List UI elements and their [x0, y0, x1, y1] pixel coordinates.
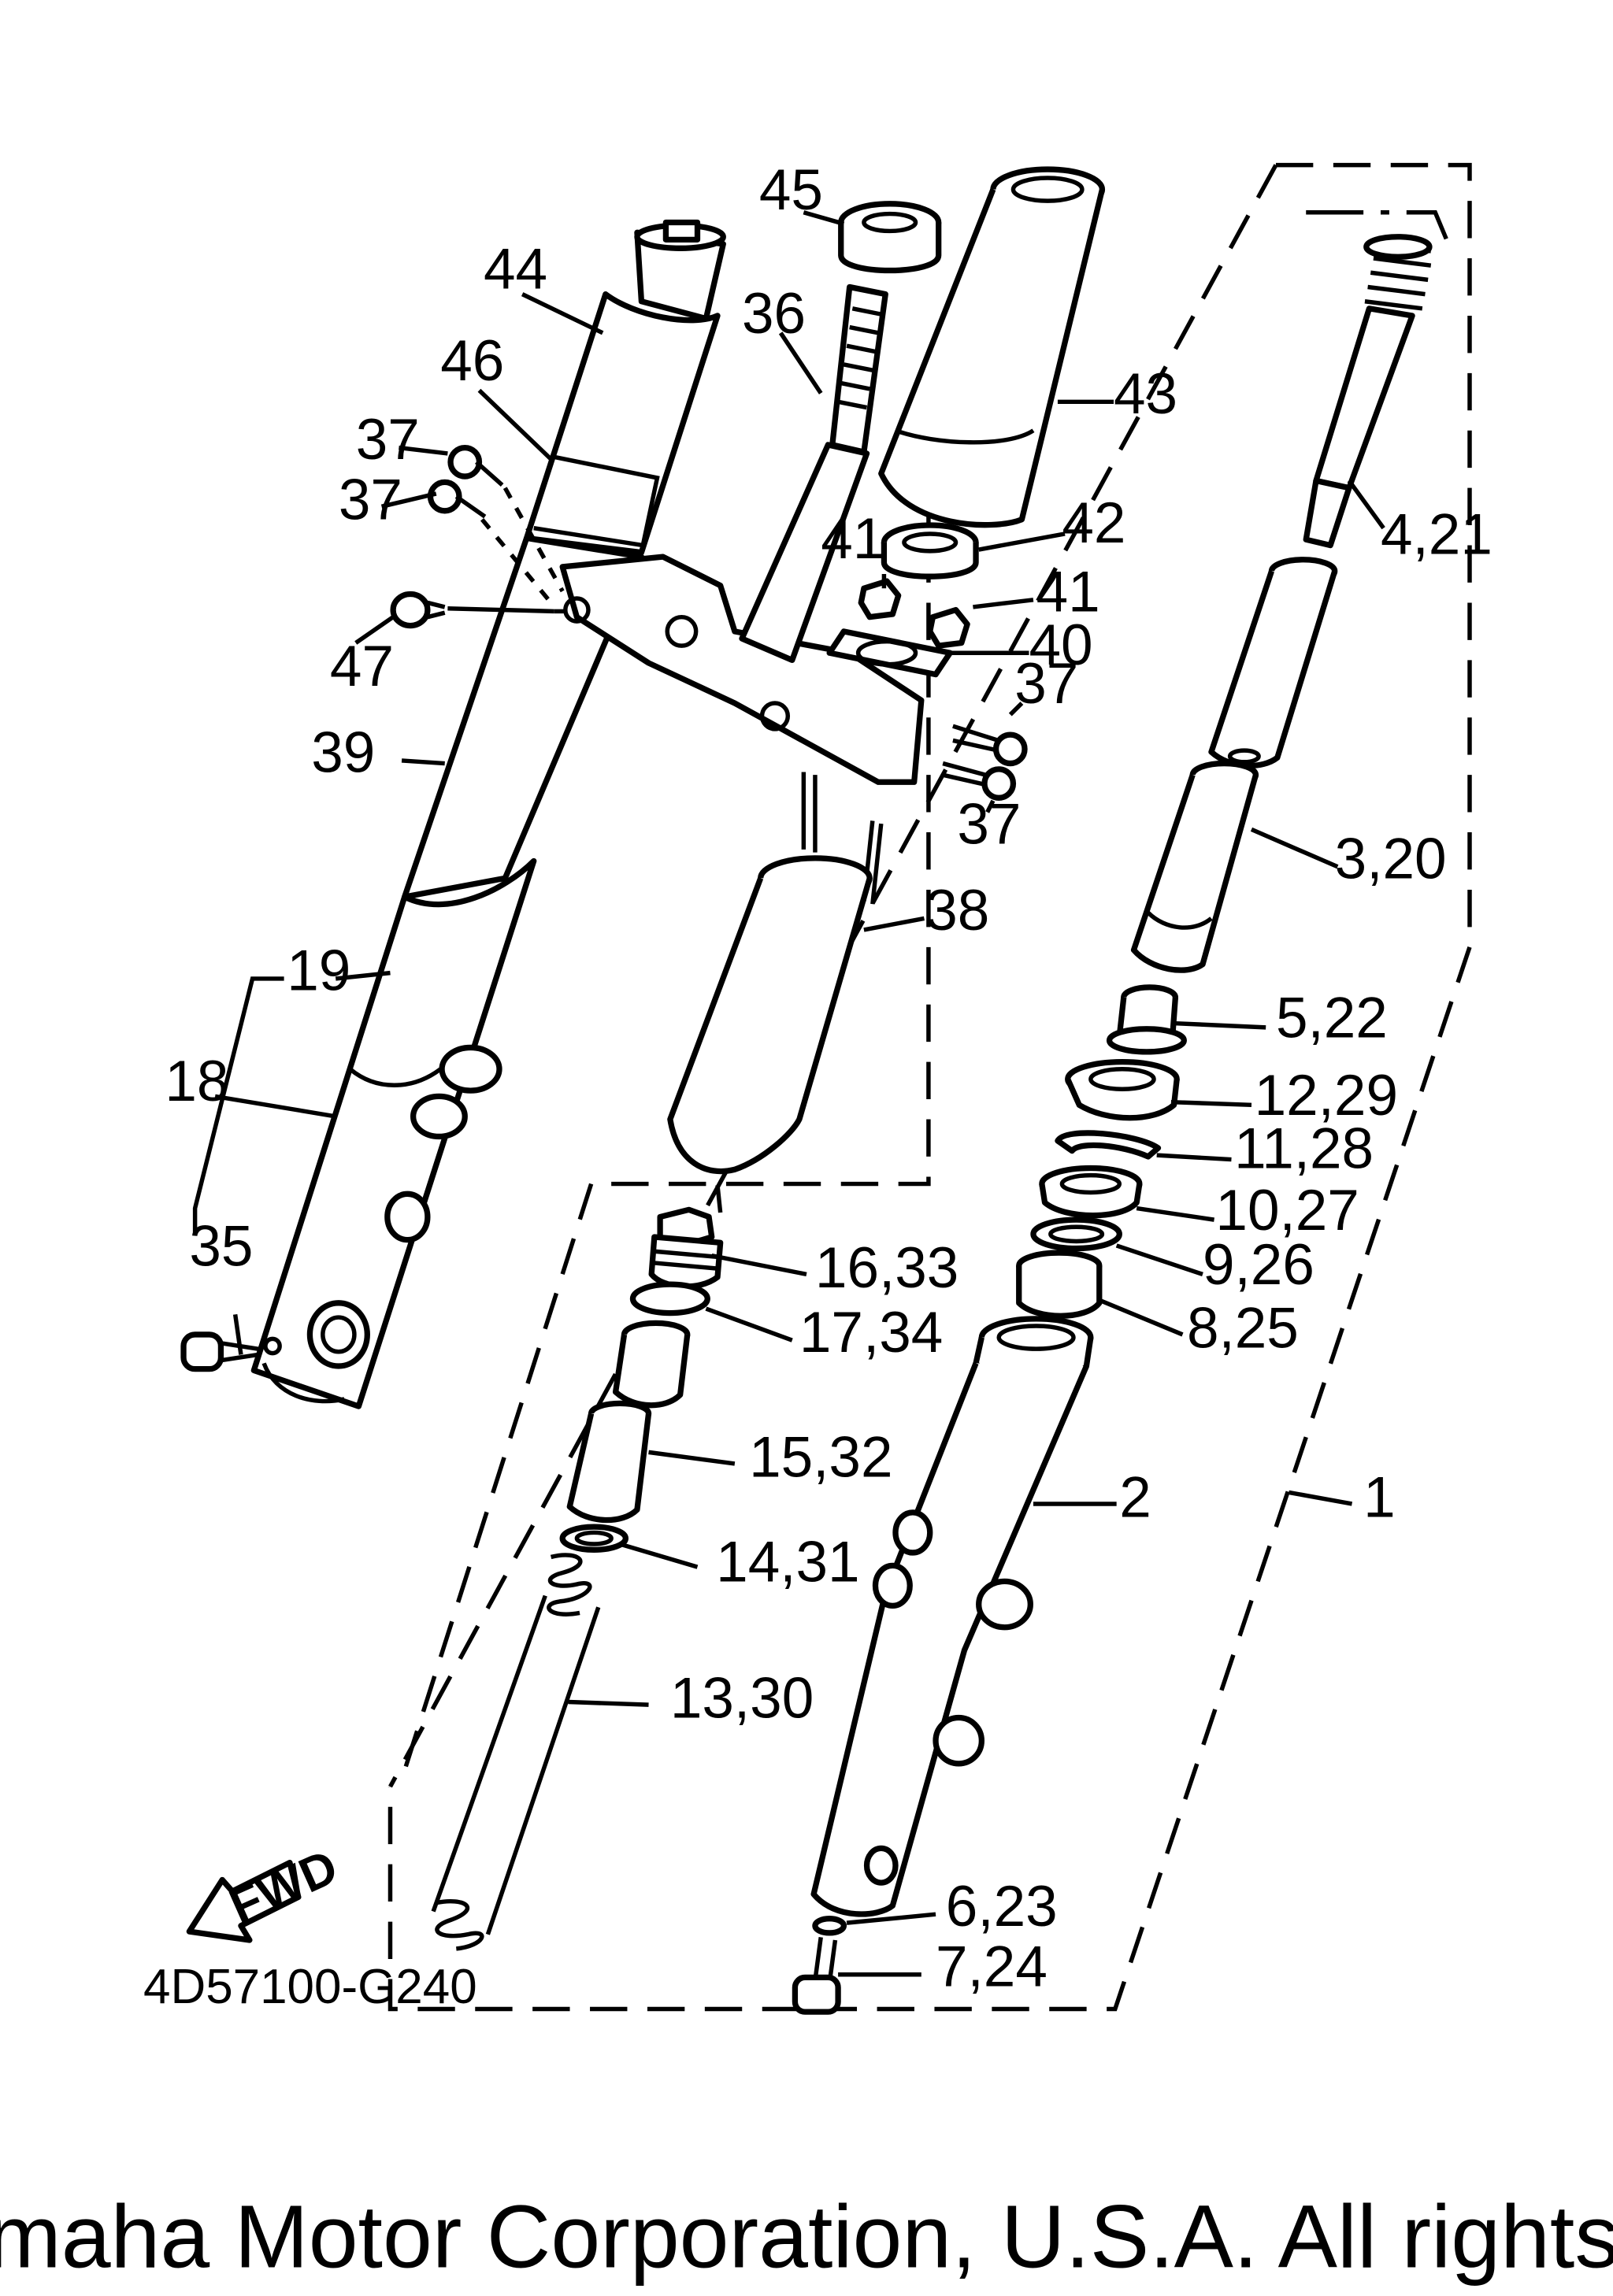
callout-37-b: 37	[339, 468, 402, 532]
callout-46: 46	[440, 329, 504, 393]
callout-13-30: 13,30	[670, 1667, 814, 1731]
callout-45: 45	[759, 158, 823, 222]
tube-3-20	[1130, 557, 1338, 973]
washer-9-26	[1030, 1217, 1122, 1252]
callout-10-27: 10,27	[1215, 1179, 1359, 1242]
bolts-37-right	[942, 724, 1028, 801]
dust-seal-12-29	[1065, 1059, 1180, 1121]
callout-12-29: 12,29	[1255, 1064, 1398, 1128]
callout-37-a: 37	[356, 408, 420, 472]
callout-44: 44	[484, 237, 547, 301]
copyright-notice: ©2014 Yamaha Motor Corporation, U.S.A. A…	[0, 2187, 1613, 2287]
callout-4-21: 4,21	[1381, 502, 1492, 566]
outer-tube-44	[523, 219, 726, 556]
leader-lines	[192, 209, 1452, 1977]
bearing-45	[838, 201, 942, 274]
diagram-code: 4D57100-G240	[143, 1960, 477, 2014]
cover-38	[667, 772, 884, 1175]
washer-40	[826, 628, 953, 678]
bolt-47	[390, 591, 446, 629]
callout-47: 47	[330, 635, 394, 698]
bolts-37-upper	[427, 444, 504, 519]
callout-18: 18	[165, 1050, 228, 1113]
callout-36: 36	[742, 282, 806, 346]
callout-39: 39	[311, 721, 375, 785]
fwd-arrow-icon: FWD	[186, 1839, 346, 1943]
callout-37-c: 37	[1014, 652, 1078, 716]
callout-1: 1	[1363, 1465, 1396, 1529]
outer-tube-2	[810, 1316, 1094, 1917]
callout-40: 40	[1029, 613, 1092, 677]
lower-bracket	[559, 554, 925, 785]
callout-38: 38	[925, 879, 989, 942]
callout-5-22: 5,22	[1276, 987, 1388, 1050]
washer-14-31	[559, 1524, 629, 1553]
internal-group-boundary	[399, 487, 931, 1780]
callout-35: 35	[189, 1214, 253, 1278]
clip-11-28	[1055, 1130, 1162, 1160]
bolt-35	[180, 1331, 282, 1372]
steering-stem-36	[739, 283, 888, 663]
callout-19: 19	[287, 939, 350, 1003]
callout-41-a: 41	[821, 507, 884, 571]
washer-6-23	[812, 1916, 847, 1936]
callout-2: 2	[1119, 1465, 1151, 1529]
bolt-7-24	[792, 1937, 841, 2015]
callout-15-32: 15,32	[749, 1425, 892, 1489]
callout-11-28: 11,28	[1234, 1117, 1374, 1181]
callout-6-23: 6,23	[946, 1875, 1058, 1939]
callout-14-31: 14,31	[716, 1530, 859, 1594]
washer-10-27	[1039, 1165, 1143, 1219]
callout-3-20: 3,20	[1335, 827, 1447, 891]
callout-8-25: 8,25	[1187, 1296, 1299, 1360]
fork-spring-13-30	[431, 1553, 601, 1951]
cover-43	[878, 166, 1106, 528]
callout-7-24: 7,24	[936, 1935, 1048, 1998]
fork-leg-39-18	[250, 535, 645, 1409]
fwd-label: FWD	[222, 1839, 346, 1934]
damper-rod-4-21	[1303, 234, 1433, 549]
cap-bolt-16-33	[648, 1206, 724, 1290]
callout-16-33: 16,33	[815, 1236, 959, 1300]
callout-9-26: 9,26	[1203, 1233, 1315, 1297]
callout-17-34: 17,34	[799, 1301, 943, 1365]
spacer-15-32	[566, 1320, 691, 1524]
callout-37-d: 37	[957, 793, 1021, 857]
nuts-41	[858, 578, 970, 649]
callout-43: 43	[1114, 362, 1177, 426]
callout-41-b: 41	[1036, 560, 1100, 624]
o-ring-17-34	[629, 1281, 710, 1316]
callout-42: 42	[1062, 491, 1125, 555]
bushing-8-25	[1016, 1250, 1103, 1319]
ring-nut-42	[881, 522, 979, 580]
bushing-5-22	[1106, 984, 1187, 1055]
